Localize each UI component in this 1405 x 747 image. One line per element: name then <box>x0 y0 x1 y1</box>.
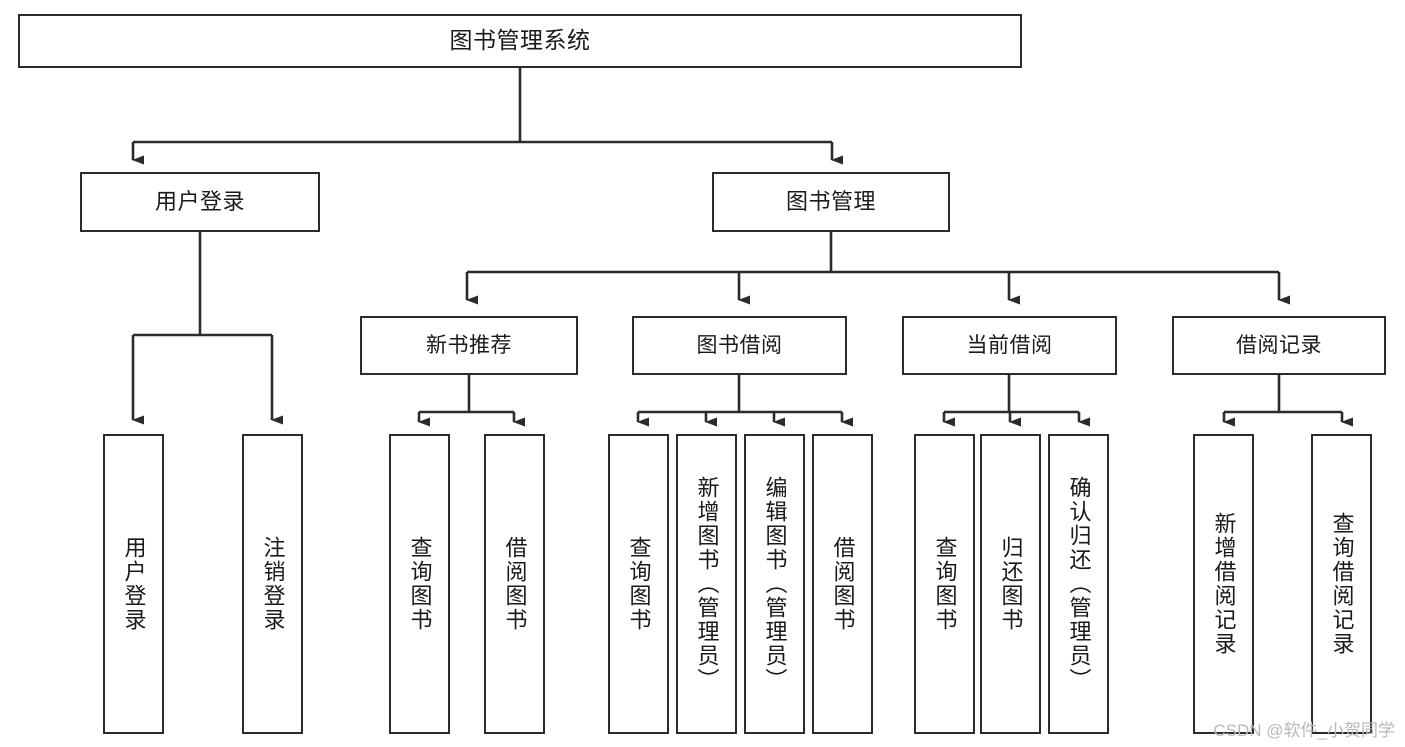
node-user-login[interactable]: 用户登录 <box>80 172 320 232</box>
leaf-recommend-query-book[interactable]: 查询图书 <box>389 434 450 734</box>
leaf-user-login-signin-label: 用户登录 <box>121 536 147 632</box>
leaf-recommend-query-book-label: 查询图书 <box>407 536 433 632</box>
leaf-record-query-record[interactable]: 查询借阅记录 <box>1311 434 1372 734</box>
leaf-record-add-record-label: 新增借阅记录 <box>1211 512 1237 656</box>
leaf-text-wrap: 查询图书 <box>916 436 973 732</box>
leaf-borrow-add-book[interactable]: 新增图书（管理员） <box>676 434 737 734</box>
leaf-record-add-record[interactable]: 新增借阅记录 <box>1193 434 1254 734</box>
node-book-borrow-label: 图书借阅 <box>696 333 783 357</box>
node-current-borrow[interactable]: 当前借阅 <box>902 316 1117 375</box>
leaf-record-query-record-label: 查询借阅记录 <box>1329 512 1355 656</box>
leaf-text-wrap: 新增借阅记录 <box>1195 436 1252 732</box>
leaf-borrow-borrow-book-label: 借阅图书 <box>830 536 856 632</box>
leaf-text-wrap: 查询图书 <box>391 436 448 732</box>
leaf-user-login-signin[interactable]: 用户登录 <box>103 434 164 734</box>
node-book-management[interactable]: 图书管理 <box>712 172 950 232</box>
leaf-text-wrap: 新增图书（管理员） <box>678 436 735 732</box>
leaf-text-wrap: 查询图书 <box>610 436 667 732</box>
leaf-borrow-borrow-book[interactable]: 借阅图书 <box>812 434 873 734</box>
leaf-borrow-edit-book[interactable]: 编辑图书（管理员） <box>744 434 805 734</box>
node-book-management-label: 图书管理 <box>785 188 876 214</box>
leaf-current-return-book[interactable]: 归还图书 <box>980 434 1041 734</box>
node-root-system[interactable]: 图书管理系统 <box>18 14 1022 68</box>
leaf-text-wrap: 用户登录 <box>105 436 162 732</box>
leaf-borrow-add-book-label: 新增图书（管理员） <box>694 476 720 692</box>
csdn-watermark: CSDN @软件_小贺同学 <box>1213 721 1395 740</box>
node-new-book-recommend-label: 新书推荐 <box>426 333 512 357</box>
leaf-text-wrap: 借阅图书 <box>486 436 543 732</box>
leaf-recommend-borrow-book[interactable]: 借阅图书 <box>484 434 545 734</box>
node-current-borrow-label: 当前借阅 <box>966 333 1053 357</box>
leaf-text-wrap: 注销登录 <box>244 436 301 732</box>
node-borrow-record-label: 借阅记录 <box>1236 333 1322 357</box>
leaf-borrow-edit-book-label: 编辑图书（管理员） <box>762 476 788 692</box>
leaf-current-query-book[interactable]: 查询图书 <box>914 434 975 734</box>
leaf-text-wrap: 确认归还（管理员） <box>1050 436 1107 732</box>
leaf-current-return-book-label: 归还图书 <box>998 536 1024 632</box>
leaf-user-login-signout[interactable]: 注销登录 <box>242 434 303 734</box>
leaf-text-wrap: 查询借阅记录 <box>1313 436 1370 732</box>
leaf-current-confirm-return-label: 确认归还（管理员） <box>1066 476 1092 692</box>
leaf-text-wrap: 归还图书 <box>982 436 1039 732</box>
leaf-user-login-signout-label: 注销登录 <box>260 536 286 632</box>
leaf-current-confirm-return[interactable]: 确认归还（管理员） <box>1048 434 1109 734</box>
node-book-borrow[interactable]: 图书借阅 <box>632 316 847 375</box>
node-borrow-record[interactable]: 借阅记录 <box>1172 316 1386 375</box>
leaf-borrow-query-book-label: 查询图书 <box>626 536 652 632</box>
leaf-recommend-borrow-book-label: 借阅图书 <box>502 536 528 632</box>
leaf-text-wrap: 编辑图书（管理员） <box>746 436 803 732</box>
node-new-book-recommend[interactable]: 新书推荐 <box>360 316 578 375</box>
leaf-text-wrap: 借阅图书 <box>814 436 871 732</box>
node-user-login-label: 用户登录 <box>154 188 245 214</box>
node-root-system-label: 图书管理系统 <box>449 27 591 54</box>
leaf-current-query-book-label: 查询图书 <box>932 536 958 632</box>
leaf-borrow-query-book[interactable]: 查询图书 <box>608 434 669 734</box>
